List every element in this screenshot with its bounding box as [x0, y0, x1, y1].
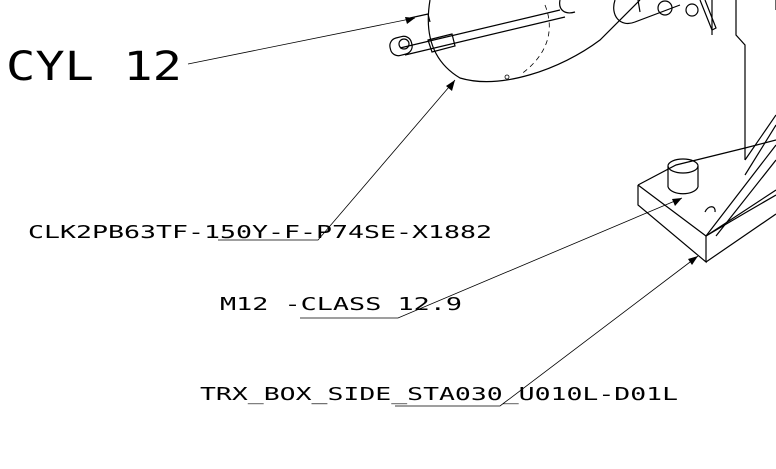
cyl-leader-arrow-icon: [405, 17, 415, 24]
box-leader: [395, 255, 699, 407]
bolt-leader: [300, 197, 683, 319]
bolt-leader-arrow-icon: [672, 198, 682, 206]
cyl-leader: [187, 17, 416, 65]
base-block-geometry: [637, 139, 776, 264]
cyl-label: CYL 12: [6, 44, 182, 90]
box-label: TRX_BOX_SIDE_STA030_U010L-D01L: [200, 384, 678, 405]
leader-lines: [187, 17, 699, 407]
clamp-cylinder-geometry: [389, 0, 776, 176]
bolt-label: M12 -CLASS 12.9: [220, 294, 462, 315]
box-leader-arrow-icon: [688, 256, 698, 265]
part-number-arrow-icon: [446, 80, 455, 91]
part-number-label: CLK2PB63TF-150Y-F-P74SE-X1882: [28, 222, 492, 243]
part-number-leader: [218, 79, 456, 241]
